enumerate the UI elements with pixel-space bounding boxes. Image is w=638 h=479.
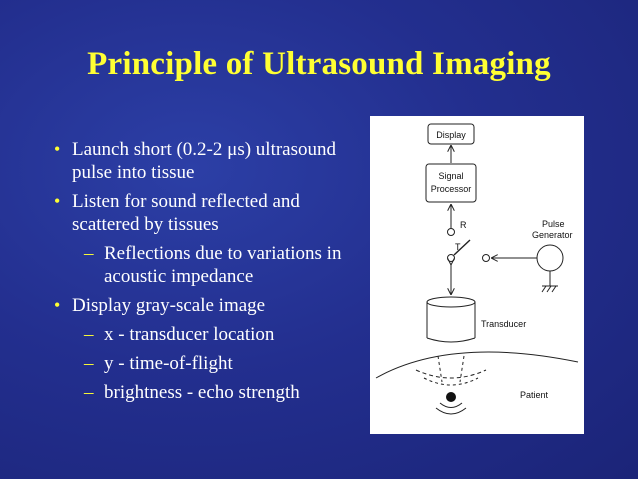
transducer-label: Transducer bbox=[481, 319, 526, 329]
bullet-listen: • Listen for sound reflected and scatter… bbox=[38, 190, 368, 236]
pulse-label: Pulse bbox=[542, 219, 565, 229]
t-label: T bbox=[455, 242, 461, 252]
bullet-icon: • bbox=[54, 191, 61, 211]
r-label: R bbox=[460, 220, 467, 230]
pulse-generator-icon bbox=[536, 244, 564, 272]
dash-icon: – bbox=[84, 243, 94, 264]
switch-terminal-t bbox=[482, 254, 490, 262]
switch-arm bbox=[453, 239, 471, 256]
bullet-display: • Display gray-scale image bbox=[38, 294, 368, 317]
ground-tick bbox=[551, 285, 557, 293]
ground-tick bbox=[546, 285, 552, 293]
bullet-text: Display gray-scale image bbox=[72, 295, 266, 316]
transducer-bottom bbox=[426, 337, 476, 343]
bullet-icon: • bbox=[54, 295, 61, 315]
sub-bullet-brightness: – brightness - echo strength bbox=[38, 381, 368, 404]
wave-arc bbox=[423, 377, 479, 386]
generator-label: Generator bbox=[532, 230, 573, 240]
bullet-list: • Launch short (0.2-2 μs) ultrasound pul… bbox=[38, 138, 368, 410]
diagram-svg: Display Signal Processor R T Pulse Gener… bbox=[375, 123, 579, 415]
bullet-text: x - transducer location bbox=[104, 324, 275, 345]
bullet-text: Reflections due to variations in acousti… bbox=[104, 243, 342, 287]
bullet-launch-pulse: • Launch short (0.2-2 μs) ultrasound pul… bbox=[38, 138, 368, 184]
bullet-text: Launch short (0.2-2 μs) ultrasound pulse… bbox=[72, 139, 336, 183]
reflector-icon bbox=[446, 392, 456, 402]
sub-bullet-y: – y - time-of-flight bbox=[38, 352, 368, 375]
echo-arc bbox=[439, 402, 463, 408]
sub-bullet-x: – x - transducer location bbox=[38, 323, 368, 346]
patient-label: Patient bbox=[520, 390, 549, 400]
ground-tick bbox=[541, 285, 547, 293]
switch-pivot bbox=[447, 254, 455, 262]
bullet-icon: • bbox=[54, 139, 61, 159]
sub-bullet-reflections: – Reflections due to variations in acous… bbox=[38, 242, 368, 288]
bullet-text: brightness - echo strength bbox=[104, 382, 300, 403]
processor-label: Processor bbox=[431, 184, 472, 194]
switch-terminal-r bbox=[447, 228, 455, 236]
patient-surface bbox=[375, 351, 579, 379]
beam-line bbox=[459, 355, 465, 383]
dash-icon: – bbox=[84, 324, 94, 345]
beam-line bbox=[437, 355, 443, 383]
display-box bbox=[427, 123, 475, 145]
ultrasound-diagram: Display Signal Processor R T Pulse Gener… bbox=[370, 116, 584, 434]
signal-label: Signal bbox=[438, 171, 463, 181]
dash-icon: – bbox=[84, 382, 94, 403]
display-label: Display bbox=[436, 130, 466, 140]
transducer-top bbox=[426, 296, 476, 308]
echo-arc bbox=[435, 407, 467, 415]
slide-title: Principle of Ultrasound Imaging bbox=[87, 46, 551, 82]
bullet-text: Listen for sound reflected and scattered… bbox=[72, 191, 300, 235]
wave-arc bbox=[415, 369, 487, 379]
bullet-text: y - time-of-flight bbox=[104, 353, 233, 374]
dash-icon: – bbox=[84, 353, 94, 374]
signal-processor-box bbox=[425, 163, 477, 203]
